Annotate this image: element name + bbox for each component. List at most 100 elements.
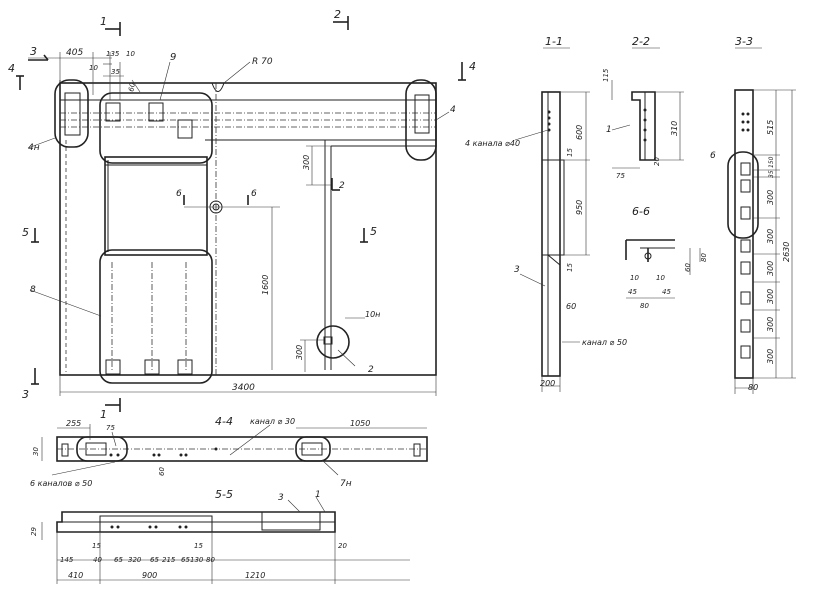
sec22-dim-20: 20 xyxy=(653,157,661,166)
section-title-4-4: 4-4 xyxy=(215,415,233,428)
sec55-dim-1210: 1210 xyxy=(245,571,265,580)
sec33-dim-300-d: 300 xyxy=(766,289,775,304)
sec66-dim-45-a: 45 xyxy=(628,288,637,296)
section-title-2-2: 2-2 xyxy=(632,35,650,48)
sec55-dim-130: 130 xyxy=(190,556,204,564)
section-label-3-bottom: 3 xyxy=(22,388,29,401)
sec11-dim-60: 60 xyxy=(566,302,576,311)
sec11-channel-50: канал ⌀ 50 xyxy=(582,338,627,347)
sec33-position-6: 6 xyxy=(710,151,716,161)
position-2: 2 xyxy=(368,365,374,375)
dim-3400: 3400 xyxy=(232,383,255,393)
dim-300-bottom: 300 xyxy=(295,345,304,360)
sec55-dim-15-a: 15 xyxy=(92,542,101,550)
mark-2-rib: 2 xyxy=(339,181,345,191)
sec55-dim-145: 145 xyxy=(60,556,74,564)
sec22-dim-75: 75 xyxy=(616,172,625,180)
sec55-dim-29: 29 xyxy=(30,527,38,536)
section-3-3 xyxy=(727,47,796,394)
dim-135: 135 xyxy=(106,50,120,58)
sec33-dim-300-f: 300 xyxy=(766,349,775,364)
sec33-dim-515: 515 xyxy=(766,120,775,135)
sec11-dim-200: 200 xyxy=(540,379,555,388)
sec66-dim-80-a: 80 xyxy=(640,302,649,310)
sec33-dim-300-a: 300 xyxy=(766,190,775,205)
dim-405: 405 xyxy=(66,48,83,58)
sec66-dim-45-b: 45 xyxy=(662,288,671,296)
section-1-1 xyxy=(514,47,590,392)
position-9: 9 xyxy=(170,52,176,63)
sec66-dim-10-a: 10 xyxy=(630,274,639,282)
section-label-2-top: 2 xyxy=(334,8,341,21)
radius-r70: R 70 xyxy=(252,57,273,67)
section-title-6-6: 6-6 xyxy=(632,205,650,218)
dim-300-top: 300 xyxy=(302,155,311,170)
sec55-dim-65-a: 65 xyxy=(114,556,123,564)
sec66-dim-60: 60 xyxy=(684,263,692,272)
sec11-position-3: 3 xyxy=(514,265,520,275)
sec55-dim-15-b: 15 xyxy=(194,542,203,550)
sec55-dim-215: 215 xyxy=(162,556,176,564)
sec44-dim-60: 60 xyxy=(158,467,166,476)
sec55-position-1: 1 xyxy=(315,490,321,500)
dim-1600: 1600 xyxy=(261,275,270,295)
section-label-5-left: 5 xyxy=(22,226,29,239)
plan-view xyxy=(16,16,466,412)
sec55-dim-40: 40 xyxy=(93,556,102,564)
sec22-dim-115: 115 xyxy=(602,68,610,82)
sec44-dim-75: 75 xyxy=(106,424,115,432)
mark-6-right: 6 xyxy=(251,189,257,199)
sec11-dim-950: 950 xyxy=(575,200,584,215)
position-4: 4 xyxy=(450,105,456,115)
sec55-dim-80: 80 xyxy=(206,556,215,564)
sec33-dim-150: 150 xyxy=(768,156,775,168)
sec44-dim-1050: 1050 xyxy=(350,419,370,428)
dim-10-a: 10 xyxy=(126,50,135,58)
mark-6-left: 6 xyxy=(176,189,182,199)
sec55-dim-65-b: 65 xyxy=(150,556,159,564)
section-label-1-bottom: 1 xyxy=(100,408,107,421)
sec33-dim-2630: 2630 xyxy=(782,242,791,262)
sec11-dim-600: 600 xyxy=(575,125,584,140)
sec44-dim-255: 255 xyxy=(66,419,81,428)
section-label-4-left: 4 xyxy=(8,62,15,75)
sec33-dim-300-e: 300 xyxy=(766,317,775,332)
sec11-dim-15-a: 15 xyxy=(566,148,574,157)
sec33-dim-300-c: 300 xyxy=(766,261,775,276)
dim-60: 60 xyxy=(127,82,137,93)
sec55-dim-900: 900 xyxy=(142,571,157,580)
section-title-5-5: 5-5 xyxy=(215,488,233,501)
section-label-3-top: 3 xyxy=(30,45,37,58)
position-10n: 10н xyxy=(365,310,380,319)
sec33-dim-80: 80 xyxy=(748,383,758,392)
sec44-dim-30: 30 xyxy=(32,447,40,456)
sec66-dim-80-b: 80 xyxy=(700,253,708,262)
sec44-channels-6: 6 каналов ⌀ 50 xyxy=(30,479,92,488)
sec55-dim-65-c: 65 xyxy=(181,556,190,564)
section-title-1-1: 1-1 xyxy=(545,35,563,48)
sec22-position-1: 1 xyxy=(606,125,612,135)
sec44-position-7n: 7н xyxy=(340,479,352,489)
position-8: 8 xyxy=(30,285,36,295)
sec33-dim-35: 35 xyxy=(768,170,775,178)
position-4n: 4н xyxy=(28,143,40,153)
section-5-5 xyxy=(41,496,410,584)
sec55-dim-410: 410 xyxy=(68,571,83,580)
sec22-dim-310: 310 xyxy=(670,121,679,136)
section-2-2 xyxy=(611,47,684,169)
section-label-4-right: 4 xyxy=(469,60,476,73)
section-label-1-top: 1 xyxy=(100,15,107,28)
sec55-position-3: 3 xyxy=(278,493,284,503)
sec55-dim-320: 320 xyxy=(128,556,142,564)
dim-35: 35 xyxy=(111,68,120,76)
sec11-dim-15-b: 15 xyxy=(566,263,574,272)
section-6-6 xyxy=(625,239,701,299)
sec33-dim-300-b: 300 xyxy=(766,229,775,244)
sec11-channels: 4 канала ⌀40 xyxy=(465,139,520,148)
section-title-3-3: 3-3 xyxy=(735,35,753,48)
section-label-5-right: 5 xyxy=(370,225,377,238)
dim-10-b: 10 xyxy=(89,64,98,72)
section-4-4 xyxy=(41,424,428,476)
sec55-dim-20: 20 xyxy=(338,542,347,550)
